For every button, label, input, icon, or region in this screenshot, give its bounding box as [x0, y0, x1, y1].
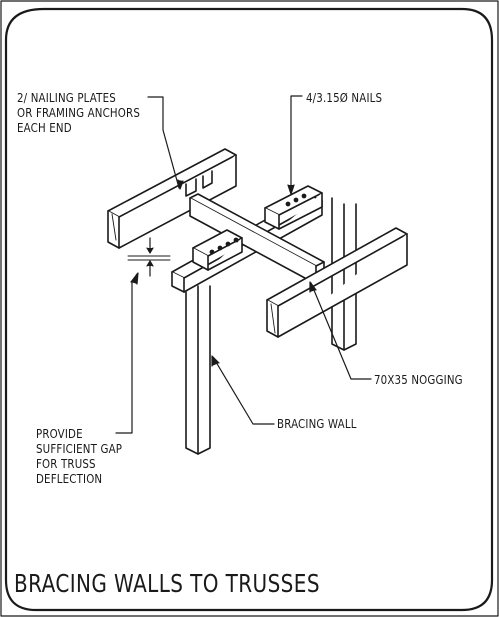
leader-lines [115, 95, 372, 434]
gap-line-1: PROVIDE [36, 426, 83, 441]
nailing-plates-label: 2/ NAILING PLATES OR FRAMING ANCHORS EAC… [17, 90, 140, 135]
nailing-plate [185, 170, 213, 197]
nogging-label: 70X35 NOGGING [374, 372, 463, 387]
bracing-wall-label: BRACING WALL [277, 416, 357, 431]
nailing-plates-line-2: OR FRAMING ANCHORS [17, 105, 140, 120]
nails-label: 4/3.15Ø NAILS [306, 90, 382, 105]
gap-label: PROVIDE SUFFICIENT GAP FOR TRUSS DEFLECT… [36, 426, 122, 486]
nailing-block-lower [192, 229, 243, 271]
truss-chord-right [266, 227, 408, 338]
nogging-label-text: 70X35 NOGGING [374, 372, 463, 387]
gap-line-3: FOR TRUSS [36, 456, 96, 471]
gap-dimension [127, 237, 171, 277]
nails-label-text: 4/3.15Ø NAILS [306, 90, 383, 105]
drawing-frame [4, 7, 494, 612]
gap-line-4: DEFLECTION [36, 471, 103, 486]
nailing-block-upper [264, 185, 323, 230]
wall-stud-right [331, 197, 357, 351]
gap-line-2: SUFFICIENT GAP [36, 441, 123, 456]
drawing-title: BRACING WALLS TO TRUSSES [14, 569, 320, 598]
bracing-wall-label-text: BRACING WALL [277, 416, 357, 431]
nailing-plates-line-3: EACH END [17, 120, 72, 135]
wall-stud-left [185, 285, 211, 455]
nailing-plates-line-1: 2/ NAILING PLATES [17, 90, 116, 105]
